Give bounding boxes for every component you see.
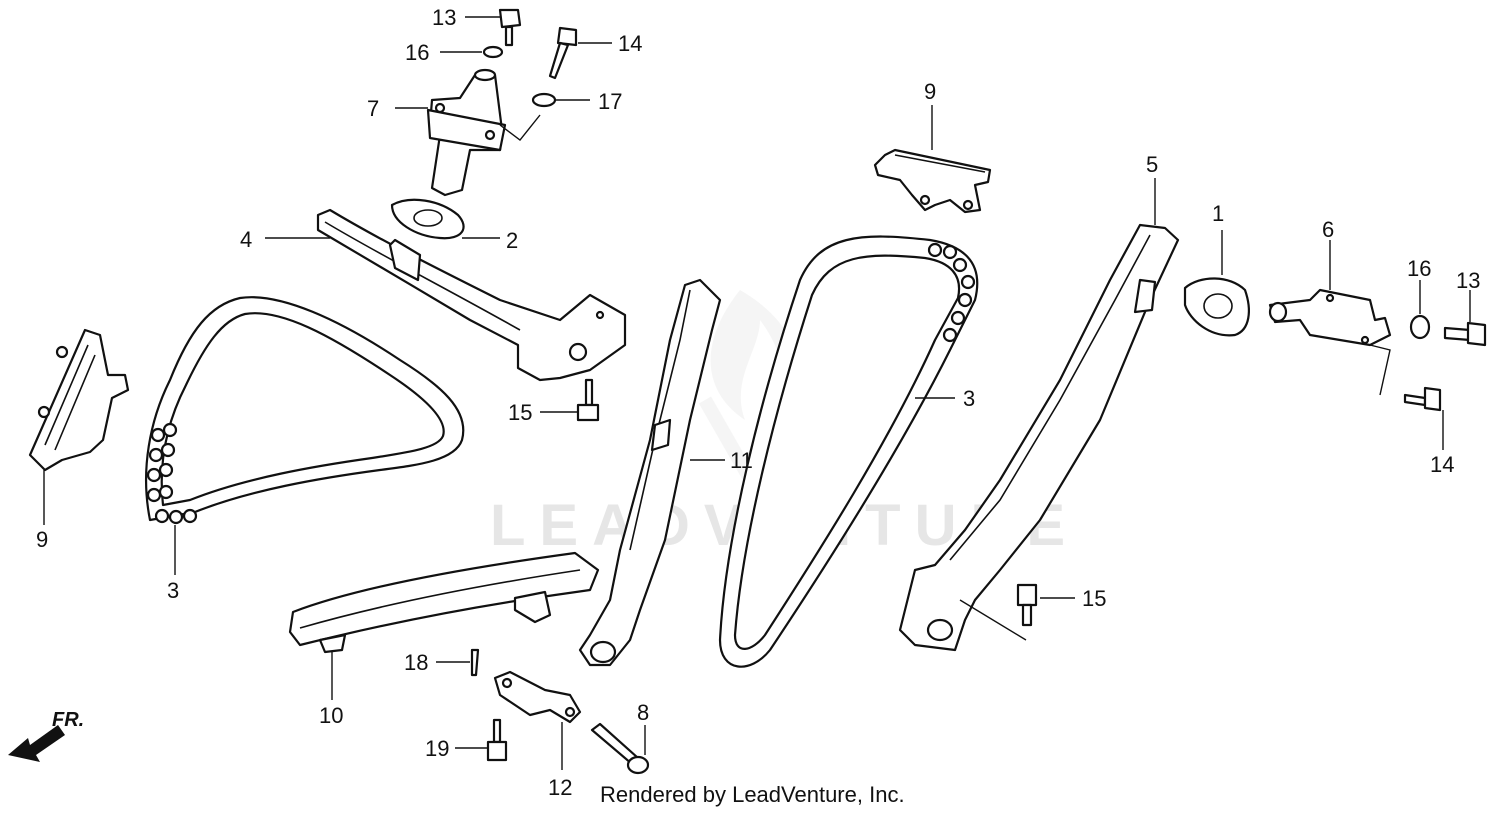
callout-3-left[interactable]: 3 bbox=[167, 578, 179, 603]
part-5-long-guide[interactable] bbox=[898, 223, 1180, 652]
part-16-washer-right[interactable] bbox=[1409, 314, 1431, 340]
callout-15-left[interactable]: 15 bbox=[508, 400, 532, 425]
callout-5[interactable]: 5 bbox=[1146, 152, 1158, 177]
callout-16-top[interactable]: 16 bbox=[405, 40, 429, 65]
callout-6[interactable]: 6 bbox=[1322, 217, 1334, 242]
leader-6 bbox=[1329, 240, 1391, 396]
part-14-bolt-right[interactable] bbox=[1403, 386, 1442, 412]
callout-2[interactable]: 2 bbox=[506, 228, 518, 253]
part-3-cam-chain-right[interactable] bbox=[718, 235, 979, 668]
part-13-bolt-top[interactable] bbox=[498, 8, 522, 47]
leader-17 bbox=[499, 99, 590, 141]
part-17-washer[interactable] bbox=[531, 92, 557, 108]
part-7-tensioner[interactable] bbox=[426, 68, 507, 197]
callout-12[interactable]: 12 bbox=[548, 775, 572, 800]
callout-9-right[interactable]: 9 bbox=[924, 79, 936, 104]
callout-10[interactable]: 10 bbox=[319, 703, 343, 728]
part-8-pin[interactable] bbox=[590, 722, 650, 775]
leader-15-right bbox=[959, 597, 1075, 641]
callout-15-right[interactable]: 15 bbox=[1082, 586, 1106, 611]
front-arrow-icon bbox=[8, 725, 65, 762]
part-4-tensioner-arm[interactable] bbox=[316, 208, 627, 382]
callout-17[interactable]: 17 bbox=[598, 89, 622, 114]
callout-4[interactable]: 4 bbox=[240, 227, 252, 252]
callout-19[interactable]: 19 bbox=[425, 736, 449, 761]
callout-14-right[interactable]: 14 bbox=[1430, 452, 1454, 477]
part-18-clip[interactable] bbox=[470, 648, 480, 677]
part-11-chain-guide[interactable] bbox=[578, 278, 722, 667]
callout-13-top[interactable]: 13 bbox=[432, 5, 456, 30]
chain-links-right bbox=[927, 242, 976, 343]
part-15-bolt-right[interactable] bbox=[1016, 583, 1038, 627]
part-19-bolt[interactable] bbox=[486, 718, 508, 762]
part-14-bolt-top[interactable] bbox=[548, 26, 578, 80]
part-6-tensioner[interactable] bbox=[1268, 288, 1392, 347]
front-indicator-label: FR. bbox=[52, 709, 84, 731]
part-3-cam-chain-left[interactable] bbox=[145, 296, 465, 525]
part-9-right-guide[interactable] bbox=[873, 148, 992, 214]
callout-11[interactable]: 11 bbox=[730, 448, 753, 473]
part-12-plate[interactable] bbox=[493, 670, 582, 724]
callout-8[interactable]: 8 bbox=[637, 700, 649, 725]
callout-9-left[interactable]: 9 bbox=[36, 527, 48, 552]
part-15-bolt-left[interactable] bbox=[576, 378, 600, 422]
callout-16-right[interactable]: 16 bbox=[1407, 256, 1431, 281]
callout-1[interactable]: 1 bbox=[1212, 201, 1224, 226]
part-2-gasket[interactable] bbox=[390, 198, 465, 240]
callout-18[interactable]: 18 bbox=[404, 650, 428, 675]
chain-links-left bbox=[146, 422, 198, 525]
part-1-gasket[interactable] bbox=[1183, 277, 1250, 337]
callout-14-top[interactable]: 14 bbox=[618, 31, 642, 56]
callout-7[interactable]: 7 bbox=[367, 96, 379, 121]
callout-13-right[interactable]: 13 bbox=[1456, 268, 1480, 293]
footer-credit: Rendered by LeadVenture, Inc. bbox=[600, 782, 905, 807]
part-16-washer-top[interactable] bbox=[482, 45, 504, 59]
callout-3-right[interactable]: 3 bbox=[963, 386, 975, 411]
part-9-left-guide[interactable] bbox=[28, 328, 130, 472]
part-13-bolt-right[interactable] bbox=[1443, 321, 1487, 347]
part-10-lower-guide[interactable] bbox=[288, 551, 600, 654]
